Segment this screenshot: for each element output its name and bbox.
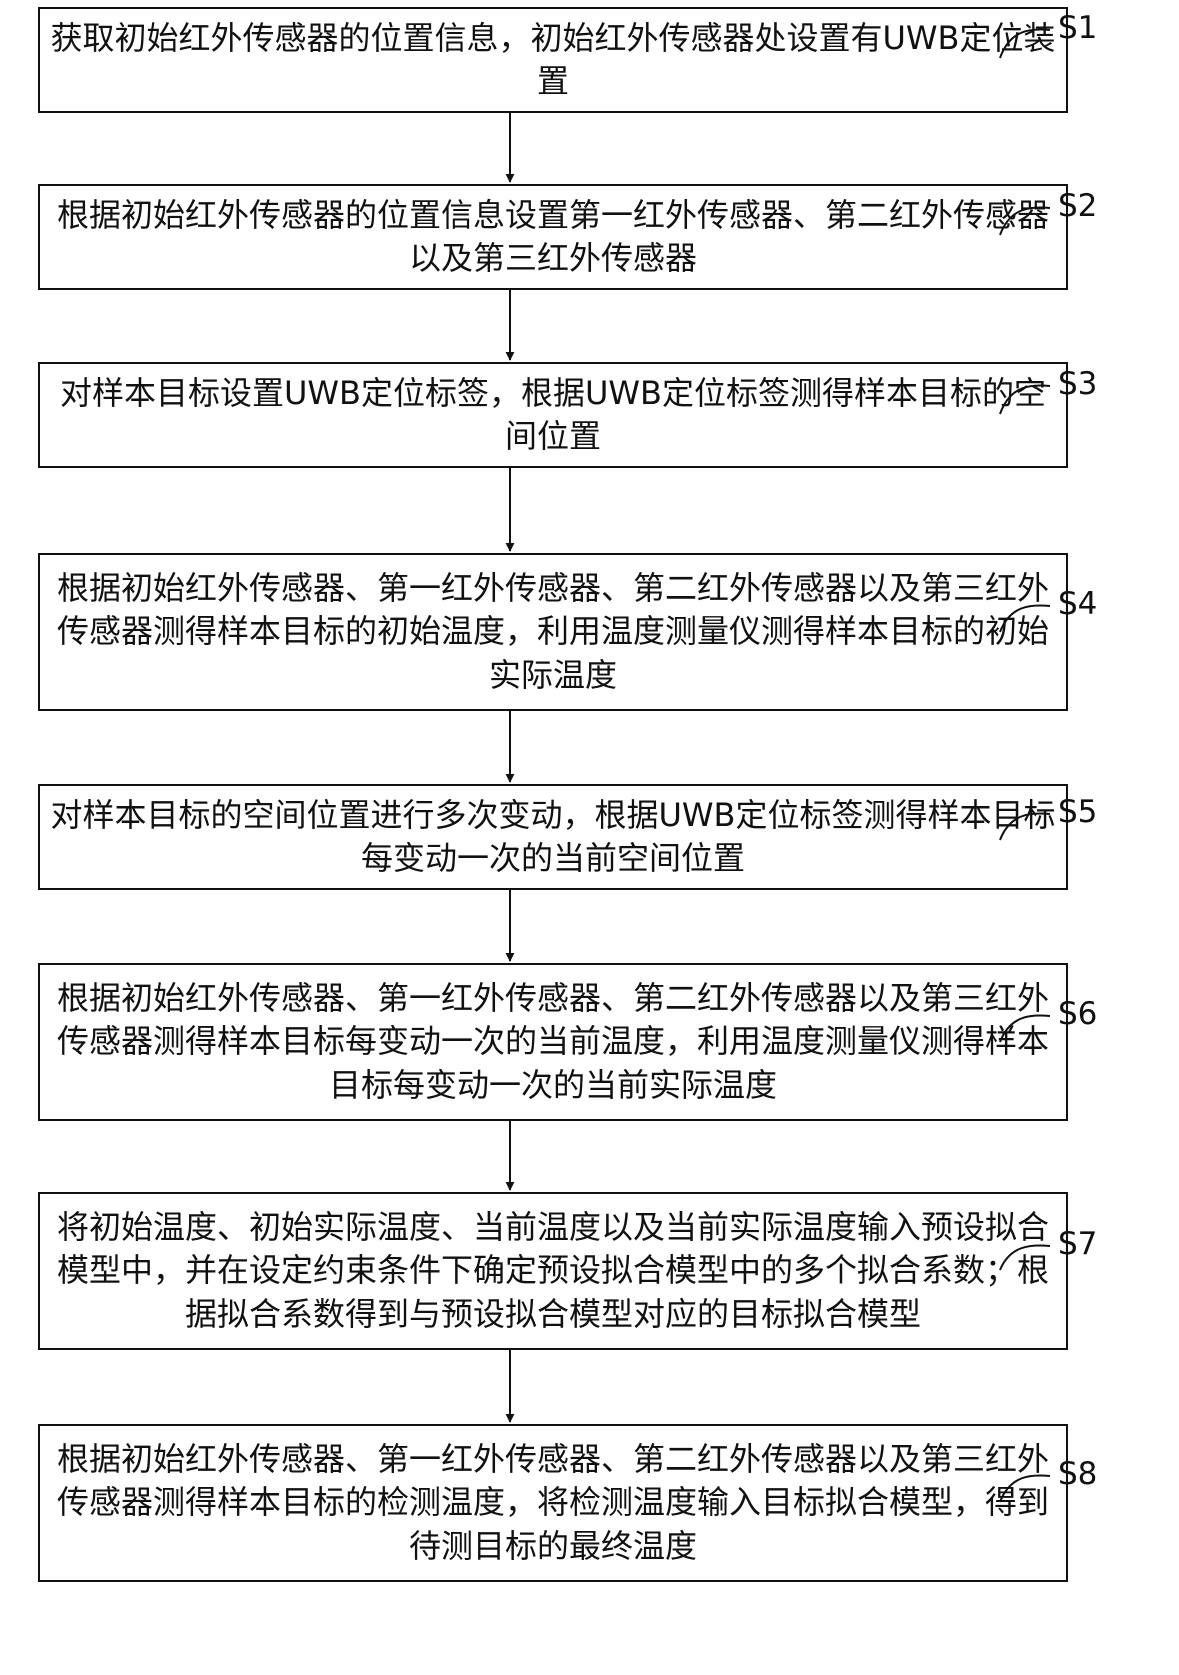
step-text-s8: 根据初始红外传感器、第一红外传感器、第二红外传感器以及第三红外传感器测得样本目标… [56, 1440, 1049, 1565]
step-label-s7: S7 [1058, 1226, 1098, 1262]
step-label-s6: S6 [1058, 996, 1098, 1032]
step-label-s1: S1 [1058, 10, 1098, 46]
step-text-s5: 对样本目标的空间位置进行多次变动，根据UWB定位标签测得样本目标每变动一次的当前… [50, 795, 1056, 877]
step-box-s6: 根据初始红外传感器、第一红外传感器、第二红外传感器以及第三红外传感器测得样本目标… [38, 963, 1068, 1121]
step-box-s3: 对样本目标设置UWB定位标签，根据UWB定位标签测得样本目标的空间位置 [38, 362, 1068, 468]
step-box-s8: 根据初始红外传感器、第一红外传感器、第二红外传感器以及第三红外传感器测得样本目标… [38, 1424, 1068, 1582]
step-box-s2: 根据初始红外传感器的位置信息设置第一红外传感器、第二红外传感器以及第三红外传感器 [38, 184, 1068, 290]
step-label-s8: S8 [1058, 1456, 1098, 1492]
step-label-s3: S3 [1058, 366, 1098, 402]
step-text-s4: 根据初始红外传感器、第一红外传感器、第二红外传感器以及第三红外传感器测得样本目标… [56, 569, 1049, 694]
step-text-s3: 对样本目标设置UWB定位标签，根据UWB定位标签测得样本目标的空间位置 [59, 373, 1047, 455]
step-label-s4: S4 [1058, 586, 1098, 622]
step-box-s1: 获取初始红外传感器的位置信息，初始红外传感器处设置有UWB定位装置 [38, 7, 1068, 113]
step-text-s6: 根据初始红外传感器、第一红外传感器、第二红外传感器以及第三红外传感器测得样本目标… [56, 979, 1049, 1104]
step-box-s7: 将初始温度、初始实际温度、当前温度以及当前实际温度输入预设拟合模型中，并在设定约… [38, 1192, 1068, 1350]
step-box-s5: 对样本目标的空间位置进行多次变动，根据UWB定位标签测得样本目标每变动一次的当前… [38, 784, 1068, 890]
step-text-s7: 将初始温度、初始实际温度、当前温度以及当前实际温度输入预设拟合模型中，并在设定约… [56, 1208, 1049, 1333]
step-box-s4: 根据初始红外传感器、第一红外传感器、第二红外传感器以及第三红外传感器测得样本目标… [38, 553, 1068, 711]
step-label-s2: S2 [1058, 188, 1098, 224]
step-label-s5: S5 [1058, 794, 1098, 830]
step-text-s1: 获取初始红外传感器的位置信息，初始红外传感器处设置有UWB定位装置 [50, 18, 1056, 100]
step-text-s2: 根据初始红外传感器的位置信息设置第一红外传感器、第二红外传感器以及第三红外传感器 [56, 195, 1049, 277]
